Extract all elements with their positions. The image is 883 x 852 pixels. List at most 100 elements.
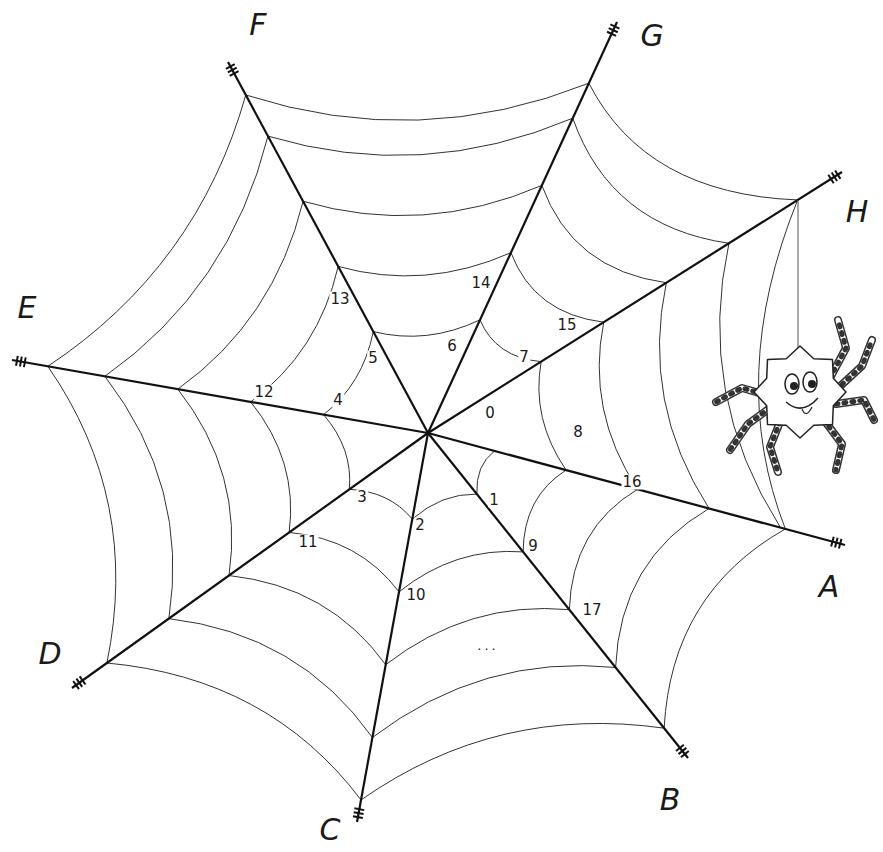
web-thread <box>251 402 291 533</box>
web-spoke <box>428 172 842 433</box>
web-thread <box>178 201 303 389</box>
callout-number: 16 <box>621 475 642 490</box>
web-thread <box>169 619 373 738</box>
spider-face <box>768 360 832 424</box>
spoke-label: E <box>18 293 37 323</box>
callout-number: 13 <box>329 292 350 307</box>
web-thread <box>373 320 480 336</box>
callout-number: 9 <box>527 539 539 554</box>
spoke-anchor-tick <box>828 175 833 183</box>
web-thread <box>268 118 573 155</box>
callout-number: 12 <box>253 385 274 400</box>
web-spoke <box>428 433 688 758</box>
spider-pupil <box>790 382 798 390</box>
web-thread <box>289 532 399 591</box>
web-thread <box>477 451 495 494</box>
spider-eye <box>803 372 817 392</box>
web-thread <box>399 551 523 591</box>
spoke-anchor-tick <box>676 745 684 751</box>
spider-pupil <box>808 380 816 388</box>
callout-number: 6 <box>446 339 458 354</box>
spoke-anchor-tick <box>20 357 22 367</box>
spoke-anchor-tick <box>16 356 18 366</box>
web-thread <box>178 389 232 575</box>
web-spokes <box>12 22 845 822</box>
spider-tongue <box>802 407 812 414</box>
web-spoke <box>12 360 428 433</box>
spoke-anchor-tick <box>839 539 842 549</box>
spoke-anchor-tick <box>354 808 364 810</box>
spider-thread <box>798 200 799 352</box>
web-spoke <box>428 433 845 545</box>
web-spoke <box>428 22 617 433</box>
web-thread <box>539 362 566 470</box>
web-thread <box>229 576 386 665</box>
web-thread <box>349 489 412 519</box>
web-spoke <box>72 433 428 688</box>
web-thread <box>338 253 511 276</box>
web-thread <box>107 663 361 800</box>
web-thread <box>246 83 589 120</box>
spoke-anchor-tick <box>230 71 239 76</box>
spoke-label: B <box>660 785 681 815</box>
callout-number: 3 <box>356 490 368 505</box>
web-thread <box>324 332 374 415</box>
callout-number: 14 <box>470 276 491 291</box>
spider-eye <box>785 374 799 394</box>
web-thread <box>511 253 604 323</box>
spoke-anchor-tick <box>609 28 618 32</box>
callout-number: 1 <box>488 493 500 508</box>
callout-number: 10 <box>405 588 426 603</box>
callout-number: 0 <box>484 406 496 421</box>
continuation-mark: ... <box>477 639 498 652</box>
spoke-anchor-tick <box>607 32 616 36</box>
web-thread <box>569 489 637 609</box>
callout-number: 11 <box>297 535 318 550</box>
spoke-label: H <box>846 197 869 227</box>
web-thread <box>386 609 570 665</box>
web-thread <box>589 83 798 200</box>
web-thread <box>105 136 268 376</box>
callout-number: 15 <box>556 318 577 333</box>
spider-body <box>754 346 846 438</box>
spider-legs <box>716 320 874 472</box>
spoke-anchor-tick <box>835 538 838 548</box>
spoke-label: D <box>38 639 61 669</box>
callout-number: 8 <box>572 425 584 440</box>
web-thread <box>48 366 116 663</box>
callout-number: 17 <box>581 603 602 618</box>
web-spoke <box>228 62 428 433</box>
web-thread <box>599 322 637 489</box>
web-thread <box>573 118 729 243</box>
web-thread <box>664 529 785 728</box>
spoke-anchor-tick <box>610 24 619 28</box>
spoke-anchor-tick <box>226 64 235 69</box>
spoke-anchor-tick <box>24 357 26 367</box>
web-thread <box>372 666 615 738</box>
spoke-label: A <box>819 572 840 602</box>
web-thread <box>48 95 246 366</box>
spider-illustration <box>716 200 874 472</box>
web-thread <box>412 494 477 519</box>
web-thread <box>361 723 664 799</box>
web-thread <box>324 415 350 490</box>
web-thread <box>616 508 709 667</box>
web-spoke <box>357 433 428 822</box>
web-thread <box>303 185 542 215</box>
spoke-anchor-tick <box>831 537 834 547</box>
spoke-anchor-tick <box>353 816 363 818</box>
callout-number: 7 <box>518 350 530 365</box>
spoke-label: C <box>320 815 341 845</box>
spoke-label: F <box>249 10 266 40</box>
spoke-label: G <box>640 21 663 51</box>
spoke-anchor-tick <box>354 812 364 814</box>
web-thread <box>480 320 541 362</box>
spoke-anchor-tick <box>228 68 237 73</box>
web-thread <box>105 376 173 618</box>
web-thread <box>542 185 666 282</box>
callout-number: 5 <box>367 351 379 366</box>
spider-smile <box>786 398 818 408</box>
